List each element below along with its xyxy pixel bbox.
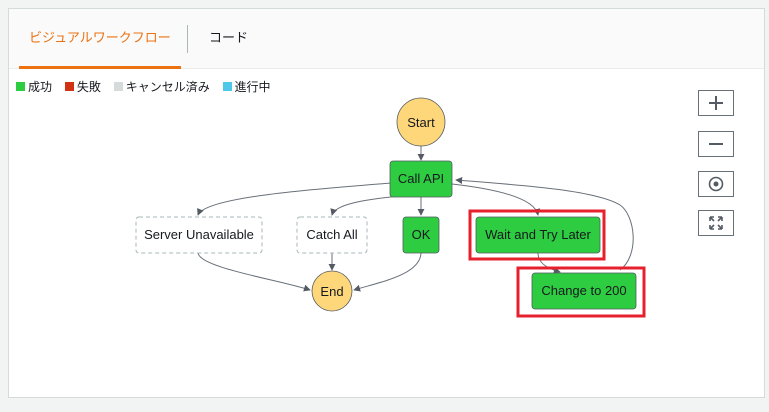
node-wait-and-try-later[interactable]: Wait and Try Later (468, 209, 606, 261)
tab-code[interactable]: コード (209, 31, 249, 46)
edge-ok-end (353, 252, 422, 292)
status-legend: 成功 失敗 キャンセル済み 進行中 (16, 78, 280, 95)
legend-label: 進行中 (234, 80, 271, 94)
fit-screen-icon (709, 216, 723, 230)
node-ok[interactable]: OK (402, 216, 440, 254)
node-server-unavailable-label: Server Unavailable (144, 227, 254, 242)
tab-bar: ビジュアルワークフロー コード (9, 9, 764, 69)
edge-change-callapi (455, 176, 634, 271)
zoom-in-button[interactable] (698, 90, 734, 116)
legend-label: キャンセル済み (125, 80, 210, 94)
node-ok-label: OK (412, 227, 431, 242)
node-call-api-label: Call API (398, 171, 444, 186)
node-start[interactable]: Start (396, 97, 446, 147)
fit-screen-button[interactable] (698, 210, 734, 236)
edge-callapi-catchall (330, 195, 401, 216)
edge-server-unavailable-end (197, 252, 311, 292)
legend-swatch-cancelled (113, 82, 123, 91)
legend-swatch-success (16, 82, 25, 91)
highlight-box (468, 209, 606, 261)
workflow-panel: ビジュアルワークフロー コード (8, 8, 765, 398)
legend-swatch-in-progress (222, 82, 232, 91)
legend-item-failed: 失敗 (64, 78, 101, 95)
node-catch-all[interactable]: Catch All (296, 216, 368, 254)
node-end-label: End (320, 284, 343, 299)
zoom-out-button[interactable] (698, 131, 734, 157)
node-start-label: Start (407, 115, 435, 130)
node-end[interactable]: End (311, 270, 353, 312)
node-change-label: Change to 200 (541, 283, 626, 298)
center-button[interactable] (698, 171, 734, 197)
node-wait-label: Wait and Try Later (485, 227, 591, 242)
edge-callapi-server-unavailable (197, 182, 393, 216)
legend-swatch-failed (64, 82, 74, 91)
zoom-in-icon (709, 96, 723, 110)
tab-visual-workflow[interactable]: ビジュアルワークフロー (19, 9, 181, 69)
node-server-unavailable[interactable]: Server Unavailable (135, 216, 263, 254)
node-change-to-200[interactable]: Change to 200 (516, 266, 646, 318)
zoom-out-icon (709, 143, 723, 145)
legend-item-success: 成功 (16, 78, 52, 95)
tab-divider (187, 25, 188, 53)
highlight-box (516, 266, 646, 318)
center-icon (708, 176, 724, 192)
legend-item-in-progress: 進行中 (222, 78, 271, 95)
legend-item-cancelled: キャンセル済み (113, 78, 210, 95)
node-call-api[interactable]: Call API (389, 160, 453, 198)
legend-label: 成功 (28, 80, 53, 94)
legend-label: 失敗 (76, 80, 101, 94)
node-catch-all-label: Catch All (306, 227, 357, 242)
edge-wait-change (537, 252, 561, 274)
